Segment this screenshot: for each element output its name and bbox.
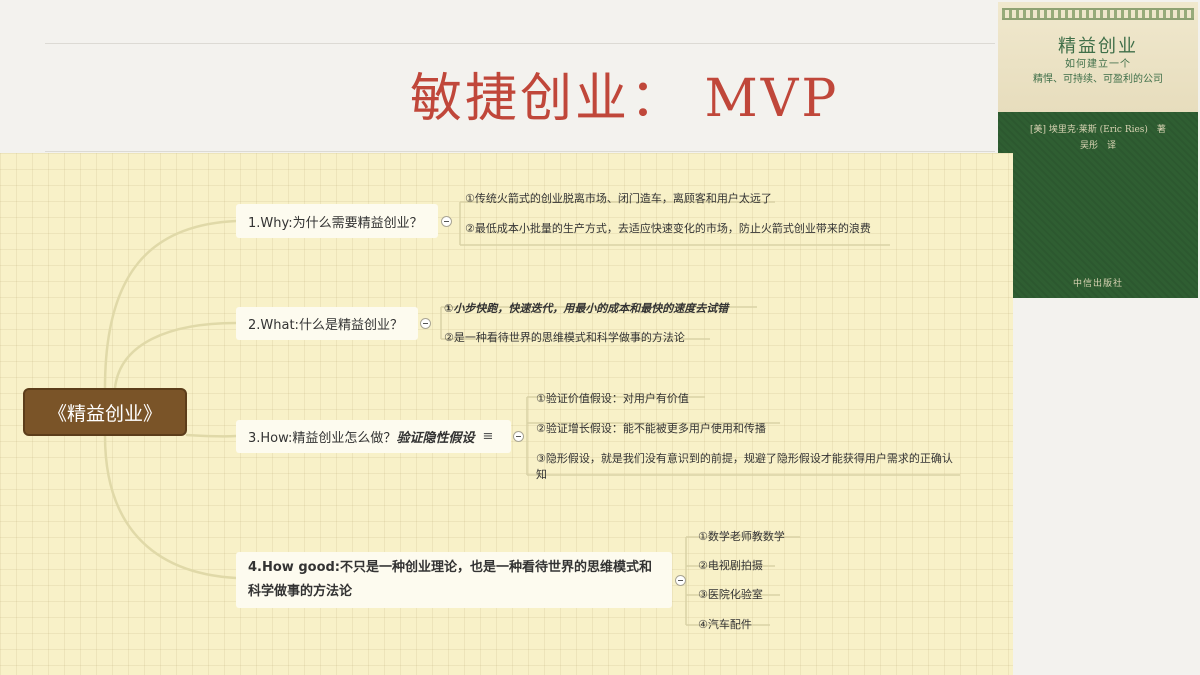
book-cover-green <box>998 112 1198 298</box>
branch-how-good-label-2: 科学做事的方法论 <box>248 584 353 599</box>
branch-what[interactable]: 2.What:什么是精益创业？ <box>236 307 418 340</box>
note-icon[interactable]: ≡ <box>482 429 494 444</box>
branch-how-item-2: ②验证增长假设：能不能被更多用户使用和传播 <box>536 422 766 435</box>
branch-how-good-collapse-toggle[interactable] <box>675 575 686 586</box>
book-subtitle-2: 精悍、可持续、可盈利的公司 <box>1033 74 1163 85</box>
branch-how-good[interactable]: 4.How good:不只是一种创业理论，也是一种看待世界的思维模式和 科学做事… <box>236 552 672 608</box>
book-author: [美] 埃里克·莱斯 (Eric Ries) 著 <box>1030 125 1166 135</box>
branch-how-good-label-1: 4.How good:不只是一种创业理论，也是一种看待世界的思维模式和 <box>248 560 653 575</box>
mind-map-links <box>103 201 960 626</box>
branch-why-item-1: ①传统火箭式的创业脱离市场、闭门造车，离顾客和用户太远了 <box>465 192 772 205</box>
branch-how-good-item-2: ②电视剧拍摄 <box>698 559 763 572</box>
branch-how-good-item-3: ③医院化验室 <box>698 588 763 601</box>
link-root-branch2 <box>113 321 238 390</box>
link-b2-items <box>440 306 757 340</box>
book-subtitle-1: 如何建立一个 <box>1065 59 1131 70</box>
branch-why-item-2: ②最低成本小批量的生产方式，去适应快速变化的市场，防止火箭式创业带来的浪费 <box>465 222 871 235</box>
branch-what-item-1: ①小步快跑，快速迭代，用最小的成本和最快的速度去试错 <box>444 302 729 315</box>
slide-title: 敏捷创业： MVP <box>410 69 840 129</box>
mind-map-root[interactable]: 《精益创业》 <box>23 388 187 436</box>
branch-how-collapse-toggle[interactable] <box>513 431 524 442</box>
branch-how-good-item-4: ④汽车配件 <box>698 618 752 631</box>
branch-how-item-3: ③隐形假设，就是我们没有意识到的前提，规避了隐形假设才能获得用户需求的正确认知 <box>536 452 953 481</box>
branch-how-item-1: ①验证价值假设：对用户有价值 <box>536 392 689 405</box>
branch-why[interactable]: 1.Why:为什么需要精益创业？ <box>236 204 438 238</box>
title-divider <box>45 151 995 152</box>
book-translator: 吴彤 译 <box>1079 141 1116 151</box>
branch-what-label: 2.What:什么是精益创业？ <box>248 318 403 333</box>
link-root-branch3 <box>185 433 238 438</box>
link-b1-items <box>459 201 890 246</box>
branch-what-collapse-toggle[interactable] <box>420 318 431 329</box>
book-publisher: 中信出版社 <box>1072 279 1123 289</box>
book-ornament-border <box>1002 8 1194 20</box>
book-title: 精益创业 <box>1058 36 1138 57</box>
branch-why-collapse-toggle[interactable] <box>441 216 452 227</box>
branch-how[interactable]: 3.How:精益创业怎么做？验证隐性假设 ≡ <box>236 420 511 453</box>
book-cover-top <box>998 2 1198 112</box>
top-divider <box>45 43 995 44</box>
branch-how-label: 3.How:精益创业怎么做？ <box>248 431 397 446</box>
mind-map-canvas: 《精益创业》 1.Why:为什么需要精益创业？ ①传统火箭式的创业脱离市场、闭门… <box>0 153 1013 675</box>
branch-how-good-item-1: ①数学老师教数学 <box>698 530 785 543</box>
link-b4-items <box>685 536 800 626</box>
link-root-branch1 <box>103 219 238 390</box>
branch-how-highlight: 验证隐性假设 <box>396 431 475 446</box>
link-b3-items <box>526 396 960 476</box>
branch-why-label: 1.Why:为什么需要精益创业？ <box>248 215 423 231</box>
book-cover-image: 精益创业 如何建立一个 精悍、可持续、可盈利的公司 [美] 埃里克·莱斯 (Er… <box>998 2 1198 298</box>
branch-what-item-2: ②是一种看待世界的思维模式和科学做事的方法论 <box>444 331 685 344</box>
link-root-branch4 <box>103 434 238 580</box>
